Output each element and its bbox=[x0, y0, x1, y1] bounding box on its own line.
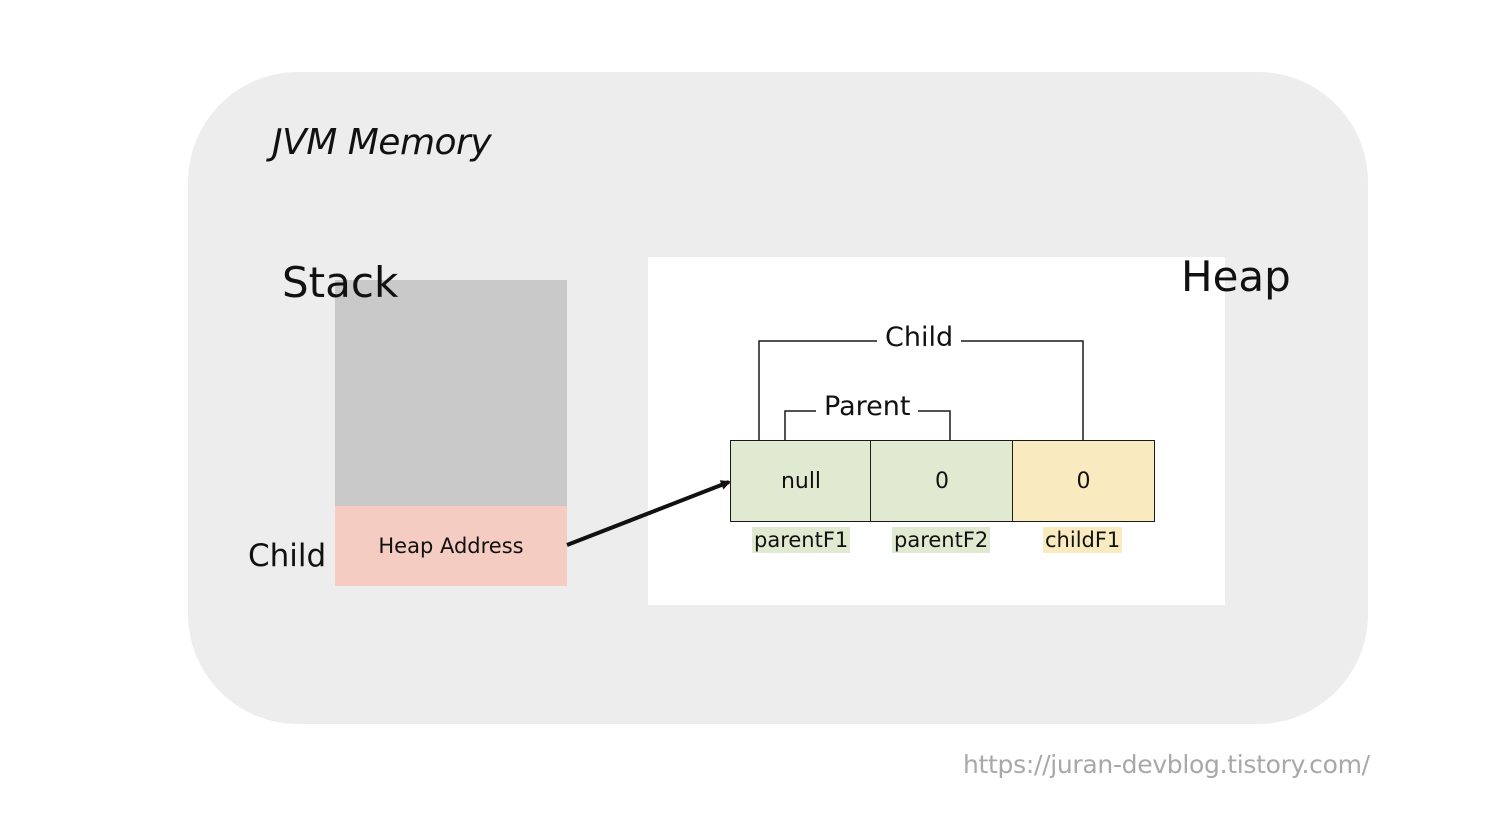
heap-title: Heap bbox=[1181, 252, 1291, 301]
stack-frame-heap-address: Heap Address bbox=[335, 506, 567, 586]
field-value-childf1: 0 bbox=[1012, 440, 1155, 522]
reference-arrow bbox=[566, 480, 731, 547]
blog-url-watermark: https://juran-devblog.tistory.com/ bbox=[963, 750, 1370, 779]
jvm-memory-title: JVM Memory bbox=[272, 122, 492, 163]
field-name-parentf1: parentF1 bbox=[752, 527, 851, 553]
field-name-parentf2: parentF2 bbox=[892, 527, 991, 553]
stack-variable-label: Child bbox=[248, 538, 327, 574]
field-name-childf1: childF1 bbox=[1043, 527, 1123, 553]
stack-title: Stack bbox=[282, 258, 399, 307]
parent-object-bracket-label: Parent bbox=[816, 391, 919, 422]
field-value-parentf1: null bbox=[730, 440, 872, 522]
child-object-bracket-label: Child bbox=[877, 322, 962, 353]
stack-area bbox=[335, 280, 567, 506]
child-bracket-line bbox=[758, 340, 1084, 440]
field-value-parentf2: 0 bbox=[870, 440, 1014, 522]
